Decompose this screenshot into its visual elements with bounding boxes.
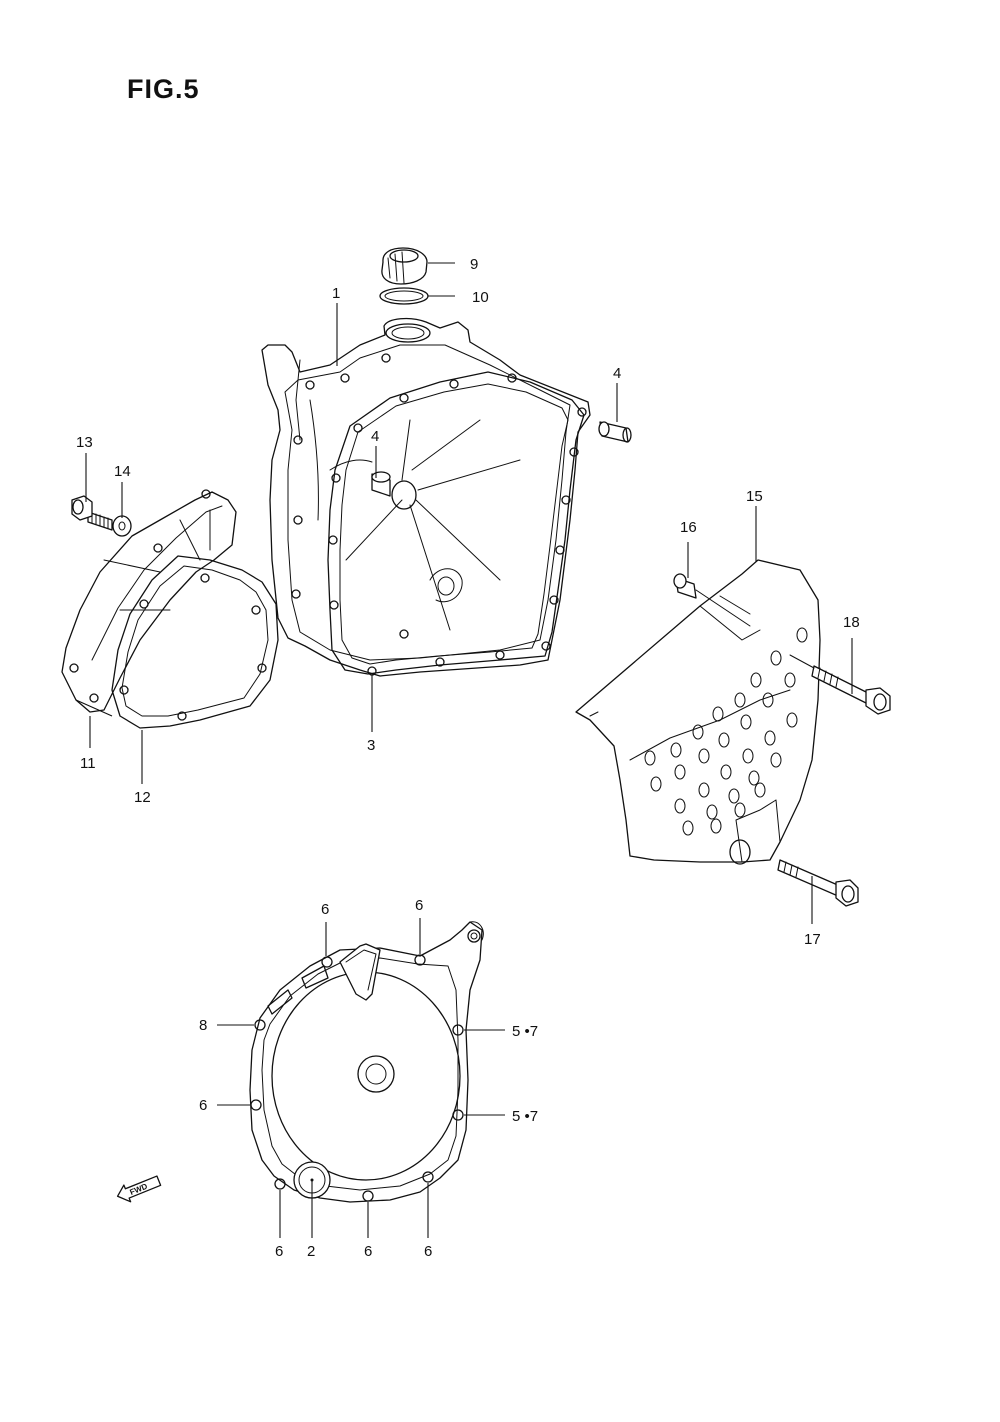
oil-filler-cap <box>381 247 428 285</box>
leader-lines <box>75 262 853 1238</box>
callout-6-bottom-left: 6 <box>275 1243 283 1260</box>
callout-6-top-left: 6 <box>321 901 329 918</box>
clutch-cover-housing <box>261 317 591 677</box>
callout-17: 17 <box>804 931 821 948</box>
callout-5-7-upper: 5 •7 <box>512 1023 538 1040</box>
callout-8: 8 <box>199 1017 207 1034</box>
callout-6-top-right: 6 <box>415 897 423 914</box>
callout-10: 10 <box>472 289 489 306</box>
callout-12: 12 <box>134 789 151 806</box>
callout-16: 16 <box>680 519 697 536</box>
callout-6-bottom-middle: 6 <box>364 1243 372 1260</box>
washer-14 <box>112 515 132 537</box>
callout-9: 9 <box>470 256 478 273</box>
dowel-pin-outer <box>598 421 632 443</box>
spacer-16 <box>673 573 751 627</box>
callout-6-left: 6 <box>199 1097 207 1114</box>
small-cover <box>61 489 237 713</box>
callout-1: 1 <box>332 285 340 302</box>
clutch-cover-gasket <box>327 371 587 676</box>
callout-6-bottom-right: 6 <box>424 1243 432 1260</box>
callout-18: 18 <box>843 614 860 631</box>
bolt-18 <box>789 654 891 715</box>
callout-2: 2 <box>307 1243 315 1260</box>
callout-11: 11 <box>80 755 96 772</box>
callout-15: 15 <box>746 488 763 505</box>
fwd-arrow-icon: FWD <box>116 1175 162 1203</box>
small-cover-gasket <box>111 555 279 729</box>
cover-guard <box>575 559 821 865</box>
callout-5-7-lower: 5 •7 <box>512 1108 538 1125</box>
o-ring <box>379 287 429 305</box>
bolt-13 <box>71 495 113 531</box>
bolt-17 <box>777 859 859 907</box>
callout-14: 14 <box>114 463 131 480</box>
figure-title: FIG.5 <box>127 74 200 104</box>
callout-13: 13 <box>76 434 93 451</box>
callout-4-inner: 4 <box>371 428 379 445</box>
callout-labels: 1 9 10 4 4 13 14 11 12 3 15 16 18 17 6 6… <box>76 256 860 1260</box>
clutch-cover-lower <box>249 921 484 1203</box>
callout-4-outer: 4 <box>613 365 621 382</box>
dowel-pin-inner <box>371 471 391 497</box>
callout-3: 3 <box>367 737 375 754</box>
